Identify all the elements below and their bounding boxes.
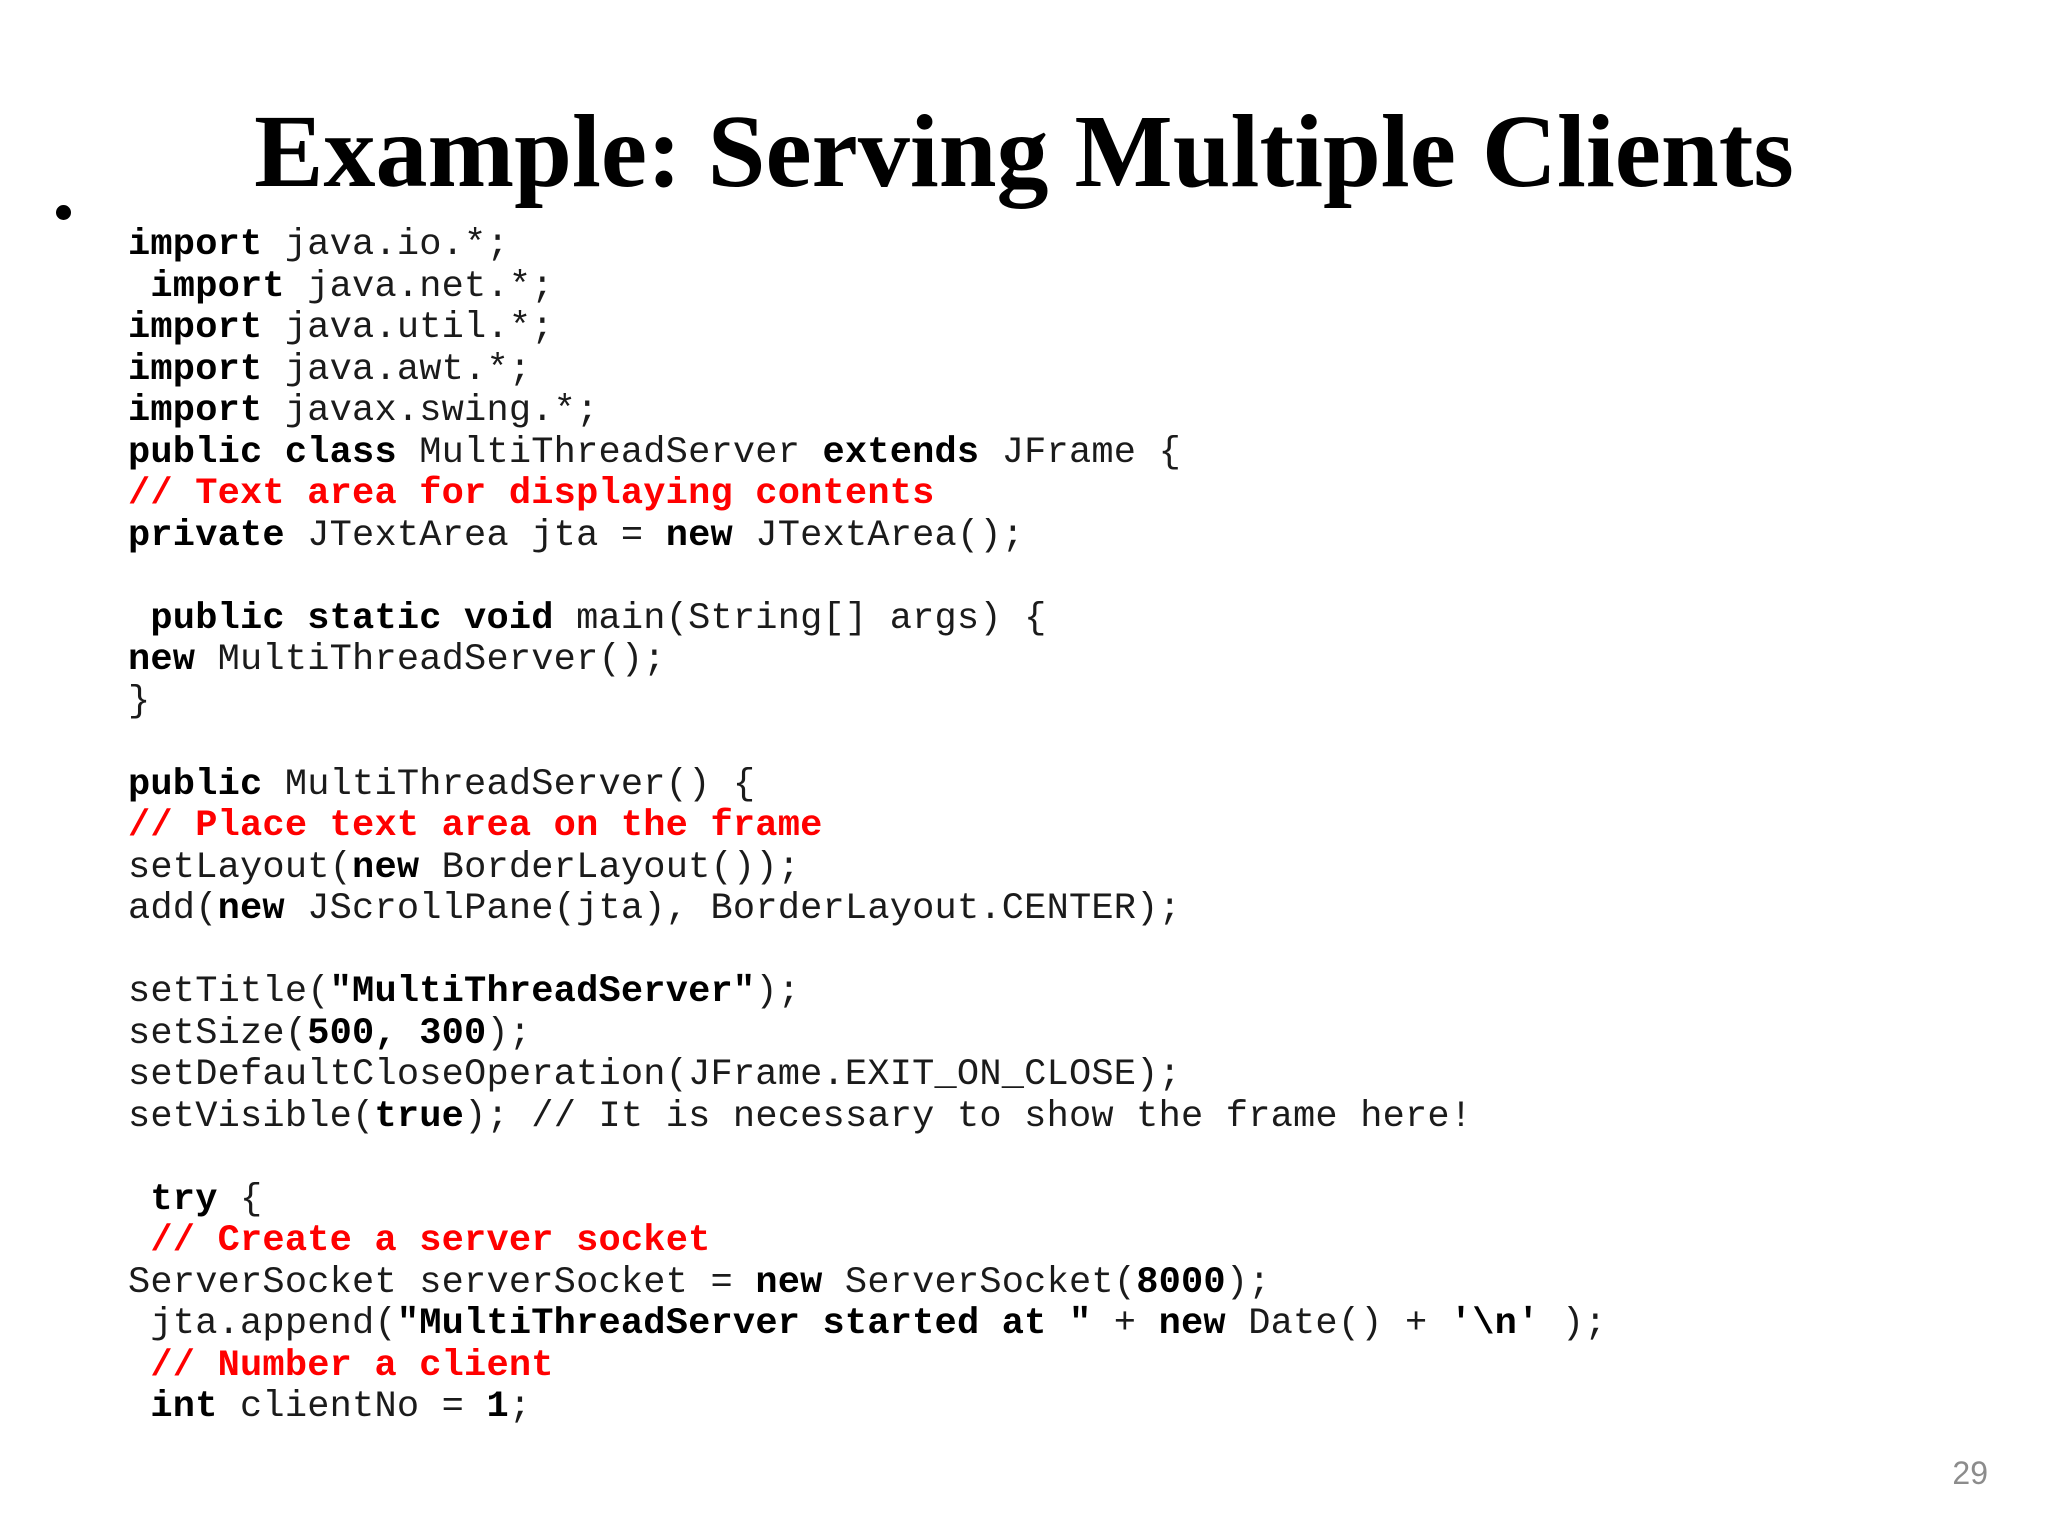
code-line: int clientNo = 1; bbox=[150, 1386, 532, 1428]
code-keyword: new bbox=[128, 639, 196, 681]
code-keyword: 1 bbox=[486, 1386, 509, 1428]
code-keyword: public static void bbox=[150, 597, 554, 640]
code-keyword: import bbox=[128, 348, 263, 391]
code-keyword: new bbox=[217, 888, 285, 930]
code-line: // Place text area on the frame bbox=[128, 805, 2008, 848]
code-keyword: extends bbox=[822, 431, 980, 474]
code-line: ServerSocket serverSocket = new ServerSo… bbox=[128, 1261, 1271, 1304]
code-line: // Number a client bbox=[128, 1344, 2008, 1388]
code-line: public static void main(String[] args) { bbox=[150, 597, 1047, 640]
code-line: public MultiThreadServer() { bbox=[128, 763, 756, 806]
code-keyword: 8000 bbox=[1136, 1261, 1226, 1304]
code-line: import javax.swing.*; bbox=[128, 390, 599, 432]
code-keyword: import bbox=[128, 390, 263, 432]
code-line: setDefaultCloseOperation(JFrame.EXIT_ON_… bbox=[128, 1054, 1181, 1096]
code-line: } bbox=[128, 680, 151, 723]
code-comment: // Place text area on the frame bbox=[128, 805, 823, 847]
code-keyword: "MultiThreadServer started at " bbox=[396, 1303, 1092, 1345]
code-listing: import java.io.*; import java.net.*;impo… bbox=[128, 224, 2008, 1429]
code-keyword: public bbox=[128, 763, 263, 806]
code-keyword: int bbox=[150, 1386, 218, 1428]
code-keyword: true bbox=[374, 1095, 465, 1138]
code-line bbox=[128, 557, 2008, 599]
code-line: import java.io.*; bbox=[128, 224, 509, 266]
code-keyword: import bbox=[150, 265, 285, 308]
code-line bbox=[128, 1138, 2008, 1180]
code-line: setSize(500, 300); bbox=[128, 1012, 532, 1055]
code-line bbox=[128, 723, 2008, 765]
code-keyword: new bbox=[1158, 1303, 1226, 1345]
bullet-point-marker bbox=[56, 205, 71, 220]
code-line: try { bbox=[150, 1178, 263, 1221]
code-keyword: private bbox=[128, 514, 285, 557]
code-line: import java.util.*; bbox=[128, 307, 554, 349]
code-line: import java.net.*; bbox=[150, 265, 554, 308]
page-title: Example: Serving Multiple Clients bbox=[254, 93, 1794, 209]
code-comment: // Text area for displaying contents bbox=[128, 473, 935, 515]
code-line: public class MultiThreadServer extends J… bbox=[128, 431, 1181, 474]
code-comment: // Number a client bbox=[150, 1344, 554, 1387]
code-keyword: new bbox=[755, 1261, 823, 1304]
code-line: // Text area for displaying contents bbox=[128, 473, 2008, 516]
code-keyword: new bbox=[665, 514, 733, 557]
code-line: setTitle("MultiThreadServer"); bbox=[128, 971, 801, 1013]
code-keyword: '\n' bbox=[1449, 1303, 1540, 1345]
code-keyword: import bbox=[128, 307, 263, 349]
code-line: import java.awt.*; bbox=[128, 348, 532, 391]
code-line: setLayout(new BorderLayout()); bbox=[128, 846, 801, 889]
code-line: jta.append("MultiThreadServer started at… bbox=[150, 1303, 1607, 1345]
code-keyword: public class bbox=[128, 431, 397, 474]
code-line: setVisible(true); // It is necessary to … bbox=[128, 1095, 1473, 1138]
code-line: // Create a server socket bbox=[128, 1220, 2008, 1263]
code-comment: // Create a server socket bbox=[150, 1220, 711, 1262]
code-keyword: 500, 300 bbox=[307, 1012, 487, 1055]
code-keyword: "MultiThreadServer" bbox=[329, 971, 756, 1013]
code-keyword: new bbox=[352, 846, 420, 889]
code-line bbox=[128, 931, 2008, 973]
code-keyword: import bbox=[128, 224, 263, 266]
code-line: add(new JScrollPane(jta), BorderLayout.C… bbox=[128, 888, 1181, 930]
code-line: new MultiThreadServer(); bbox=[128, 639, 666, 681]
code-line: private JTextArea jta = new JTextArea(); bbox=[128, 514, 1025, 557]
slide-page-number: 29 bbox=[1952, 1455, 1988, 1491]
code-keyword: try bbox=[150, 1178, 218, 1221]
